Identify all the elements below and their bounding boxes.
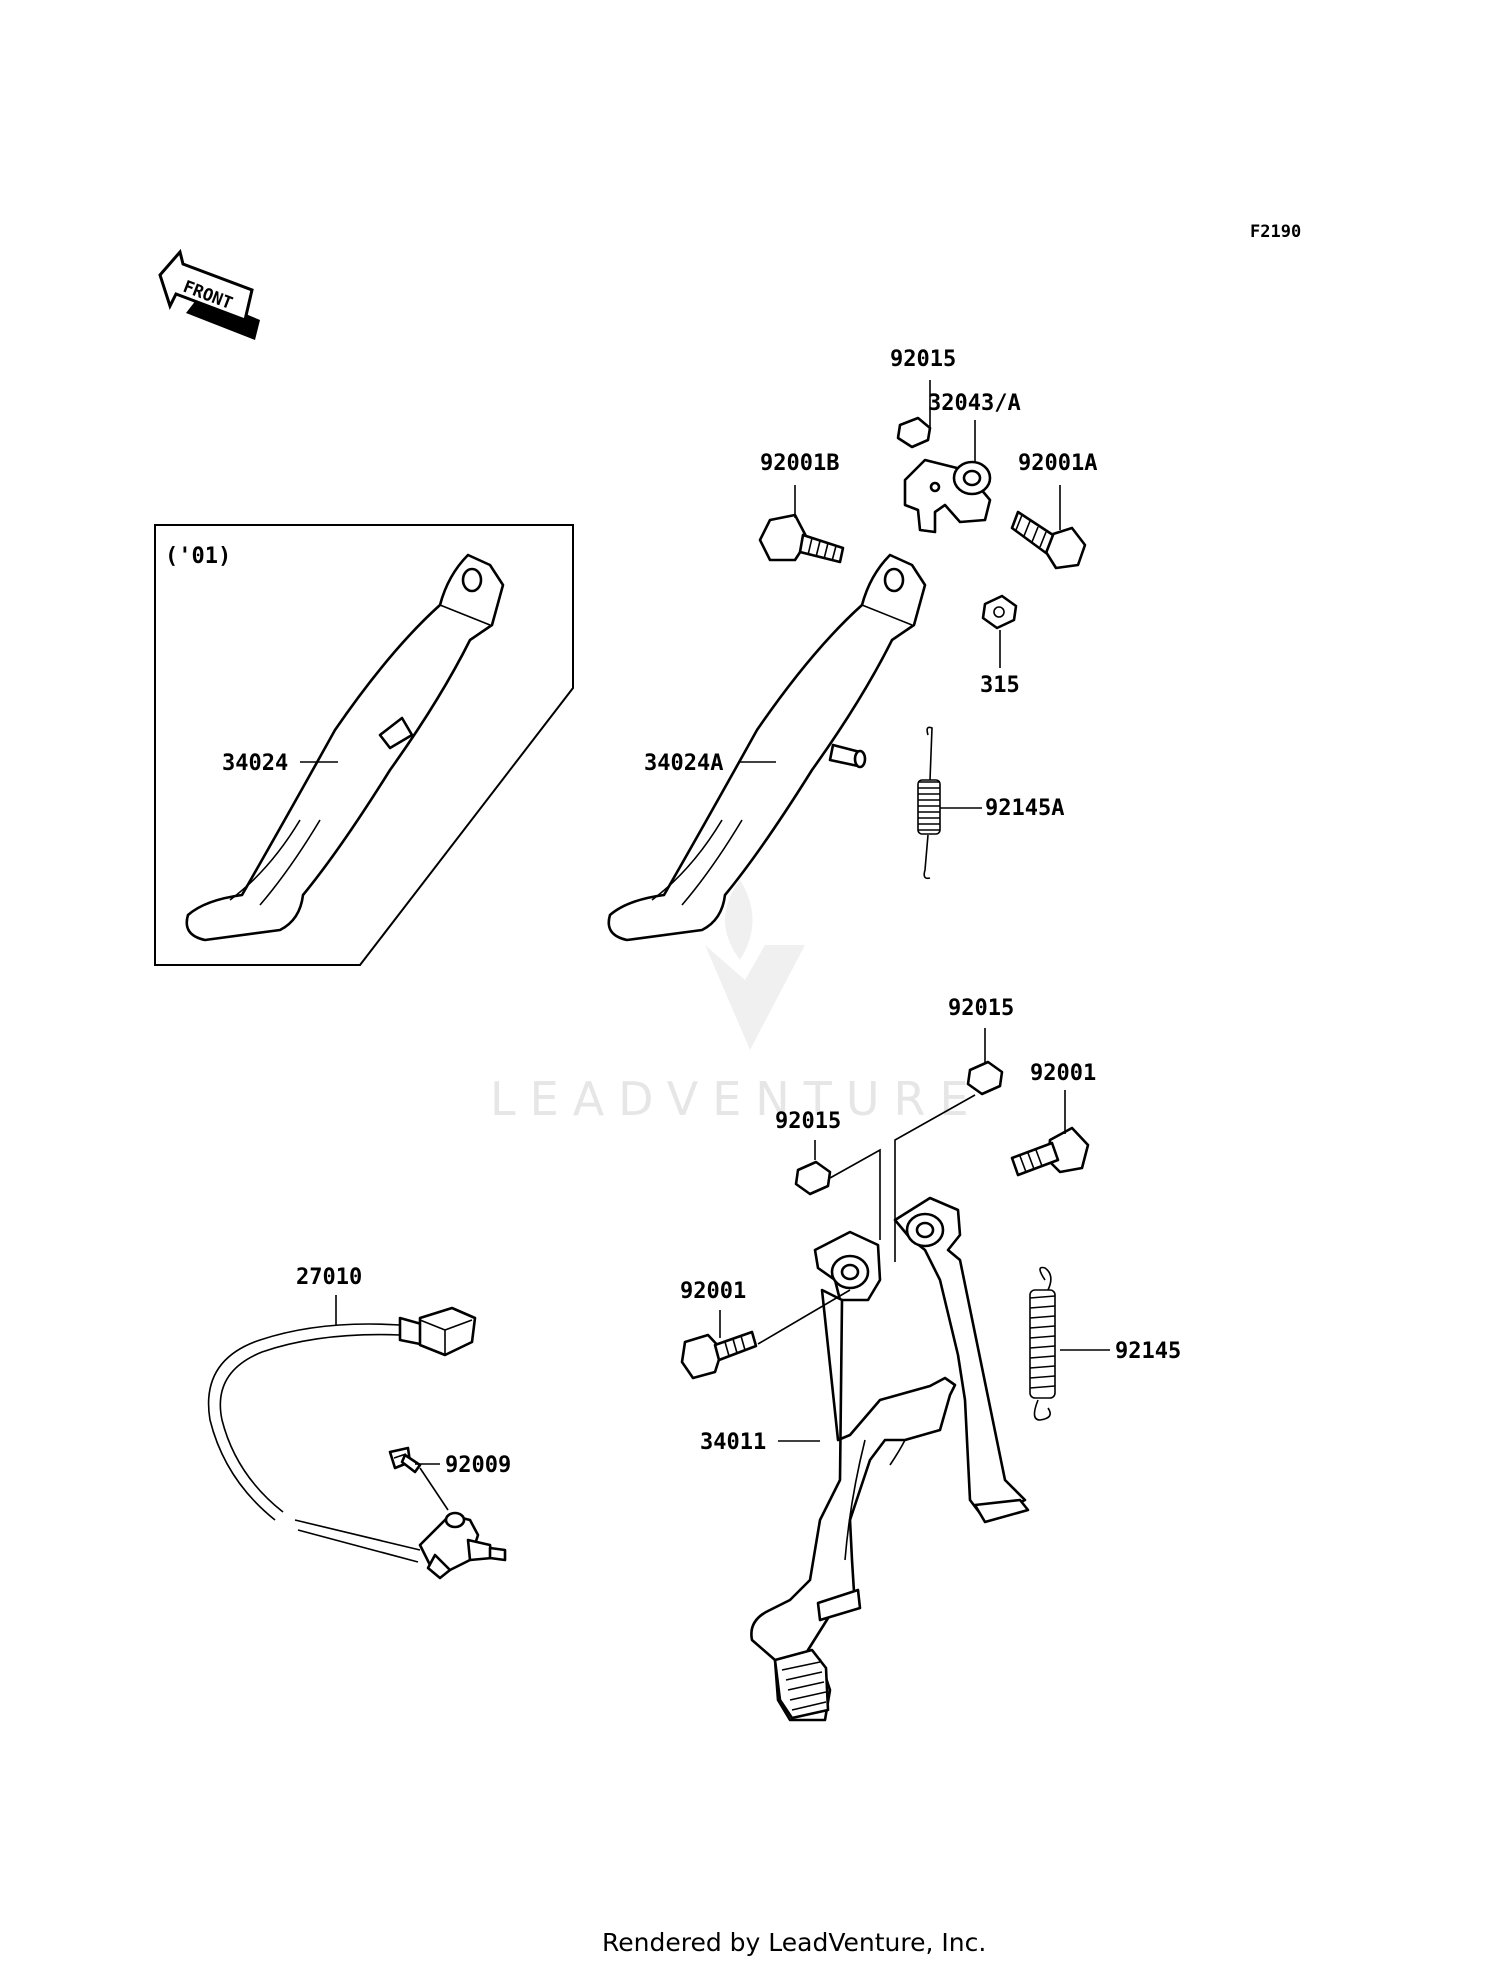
screw-92009 <box>388 1446 422 1474</box>
bolt-92001B <box>758 513 845 564</box>
nut-92015-top <box>896 416 932 449</box>
watermark: LEADVENTURE <box>490 880 983 1126</box>
callout-92001-left: 92001 <box>680 1279 746 1304</box>
watermark-text: LEADVENTURE <box>490 1072 983 1126</box>
center-stand-34011 <box>750 1196 1030 1722</box>
callout-34024A: 34024A <box>644 751 723 776</box>
callout-92015-top: 92015 <box>890 347 956 372</box>
side-stand-switch-27010 <box>207 1306 507 1580</box>
spring-92145A <box>917 726 941 880</box>
nut-92015-right <box>966 1060 1004 1096</box>
callout-92009: 92009 <box>445 1453 511 1478</box>
callout-34011: 34011 <box>700 1430 766 1455</box>
callout-32043A: 32043/A <box>928 391 1021 416</box>
callout-92145: 92145 <box>1115 1339 1181 1364</box>
side-stand-34024A <box>607 553 927 942</box>
callout-315: 315 <box>980 673 1020 698</box>
nut-315 <box>981 594 1018 630</box>
callout-92001-right: 92001 <box>1030 1061 1096 1086</box>
spring-92145 <box>1029 1266 1056 1421</box>
front-arrow-icon: FRONT <box>158 248 260 340</box>
diagram-code: F2190 <box>1250 222 1301 242</box>
callout-34024: 34024 <box>222 751 288 776</box>
callout-labels: 92015 32043/A 92001B 92001A 315 34024 34… <box>222 347 1181 1478</box>
callout-92015-left: 92015 <box>775 1109 841 1134</box>
callout-92001A: 92001A <box>1018 451 1097 476</box>
nut-92015-left <box>794 1160 832 1196</box>
inset-label: ('01) <box>165 544 231 569</box>
bolt-92001-left <box>680 1330 758 1380</box>
callout-92001B: 92001B <box>760 451 839 476</box>
footer-credit: Rendered by LeadVenture, Inc. <box>602 1928 986 1957</box>
inset-frame <box>154 524 574 966</box>
side-stand-34024 <box>185 553 505 942</box>
bracket-32043A <box>903 458 992 534</box>
callout-92145A: 92145A <box>985 796 1064 821</box>
callout-27010: 27010 <box>296 1265 362 1290</box>
bolt-92001A <box>1010 510 1087 570</box>
callout-92015-right: 92015 <box>948 996 1014 1021</box>
bolt-92001-right <box>1010 1126 1090 1177</box>
leader-lines <box>300 380 1110 1511</box>
